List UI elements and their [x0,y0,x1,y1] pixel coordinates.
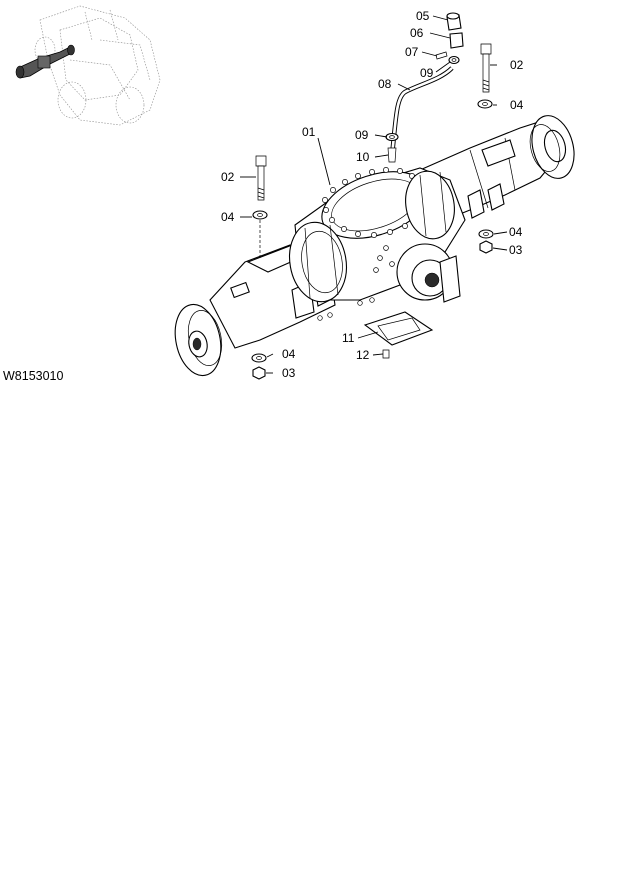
leader-lines [240,15,508,374]
breather-assembly [385,12,464,163]
callout-04-right: 04 [509,225,523,239]
nut-washer-right [478,229,494,254]
nut-washer-left [251,353,267,380]
callout-03-bottom: 03 [282,366,296,380]
mounting-bolt-left [252,155,268,258]
axle-assembly-illustration [174,115,575,377]
callout-03-right: 03 [509,243,523,257]
mounting-bolt-right [477,43,493,109]
callout-04-left: 04 [221,210,235,224]
callout-05: 05 [416,9,430,23]
machine-locator-thumbnail-icon [15,5,161,126]
callout-02-right: 02 [510,58,524,72]
callout-06: 06 [410,26,424,40]
callout-02-left: 02 [221,170,235,184]
callout-10: 10 [356,150,370,164]
callout-07: 07 [405,45,419,59]
callout-12: 12 [356,348,370,362]
bolt-12 [382,349,390,359]
callout-04-upper-right: 04 [510,98,524,112]
callout-01: 01 [302,125,316,139]
callout-09-lower: 09 [355,128,369,142]
callout-04-bottom: 04 [282,347,296,361]
callout-09-upper: 09 [420,66,434,80]
callout-08: 08 [378,77,392,91]
callout-11: 11 [342,331,355,345]
figure-code: W8153010 [3,369,64,383]
